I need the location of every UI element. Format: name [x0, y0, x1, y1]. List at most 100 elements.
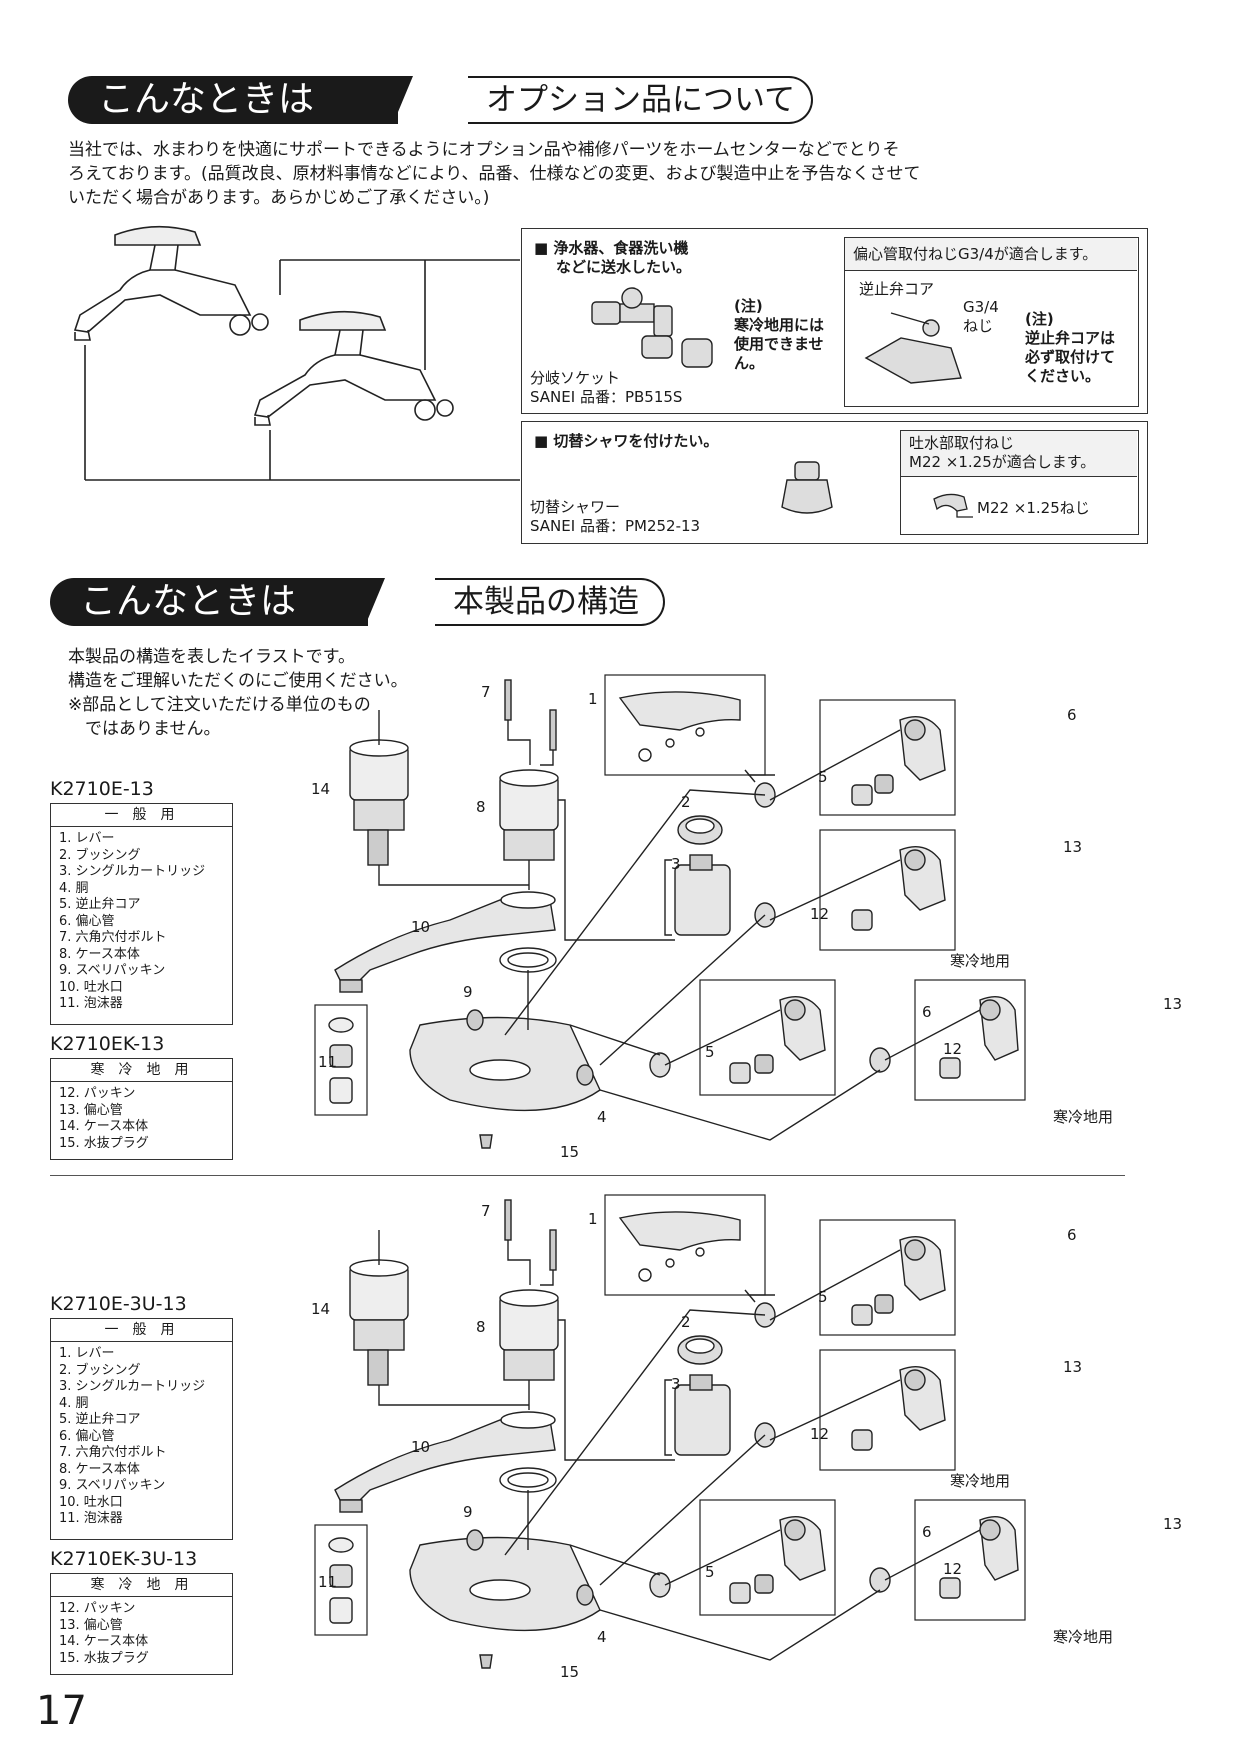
cold-label: 寒冷地用	[1053, 1628, 1114, 1646]
label-4: 4	[597, 1108, 607, 1126]
check-valve-note: (注) 逆止弁コアは 必ず取付けて ください。	[1025, 310, 1115, 386]
parts-list: 1. レバー 2. ブッシング 3. シングルカートリッジ 4. 胴 5. 逆止…	[51, 1342, 232, 1532]
list-item: 1. レバー	[59, 831, 115, 846]
label-14: 14	[311, 780, 331, 798]
label-3: 3	[671, 1375, 681, 1393]
list-item: 7. 六角穴付ボルト	[59, 1445, 167, 1460]
check-valve-label: 逆止弁コア	[859, 280, 935, 298]
model-name-general: K2710E-13	[50, 778, 154, 800]
divider	[50, 1175, 1125, 1176]
label-2: 2	[681, 1313, 691, 1331]
label-1: 1	[588, 690, 598, 708]
list-item: 5. 逆止弁コア	[59, 1412, 141, 1427]
label-15: 15	[560, 1143, 580, 1161]
note-line: (注)	[1025, 310, 1054, 328]
section-header-title: 本製品の構造	[435, 578, 665, 626]
label-9: 9	[463, 1503, 473, 1521]
label-12: 12	[810, 1425, 830, 1443]
option-title-line: などに送水したい。	[556, 258, 692, 276]
list-item: 8. ケース本体	[59, 946, 140, 962]
note-line: 寒冷地用には	[734, 316, 825, 334]
list-item: 5. 逆止弁コア	[59, 897, 141, 912]
label-5: 5	[818, 768, 828, 786]
note-line: ください。	[1025, 367, 1101, 385]
intro-line: ではありません。	[68, 719, 221, 739]
section-header-dark: こんなときは	[68, 76, 400, 124]
label-15: 15	[560, 1663, 580, 1681]
exploded-diagram-top	[314, 674, 1026, 1149]
list-item: 15. 水抜プラグ	[59, 1135, 149, 1151]
label-9: 9	[463, 983, 473, 1001]
label-13b: 13	[1163, 1515, 1183, 1533]
intro-line: 構造をご理解いただくのにご使用ください。	[68, 671, 408, 691]
intro-line: 本製品の構造を表したイラストです。	[68, 647, 355, 667]
label-5: 5	[818, 1288, 828, 1306]
list-item: 9. スベリパッキン	[59, 1478, 166, 1493]
list-item: 6. 偏心管	[59, 1428, 115, 1444]
list-item: 3. シングルカートリッジ	[59, 1379, 206, 1394]
list-item: 4. 胴	[59, 1395, 89, 1411]
label-7: 7	[481, 683, 491, 701]
intro-line: ろえております。(品質改良、原材料事情などにより、品番、仕様などの変更、および製…	[68, 164, 921, 184]
label-1: 1	[588, 1210, 598, 1228]
list-item: 4. 胴	[59, 880, 89, 896]
section-header-structure: こんなときは 本製品の構造	[50, 578, 665, 626]
page-number: 17	[36, 1688, 87, 1734]
m22-thread-title: 吐水部取付ねじ M22 ×1.25が適合します。	[901, 431, 1137, 477]
structure-intro: 本製品の構造を表したイラストです。 構造をご理解いただくのにご使用ください。 ※…	[68, 645, 488, 741]
parts-table-general: 一般用 1. レバー 2. ブッシング 3. シングルカートリッジ 4. 胴 5…	[50, 803, 233, 1025]
branch-socket-illustration	[591, 287, 713, 368]
label-11: 11	[318, 1573, 338, 1591]
section-header-options: こんなときは オプション品について	[68, 76, 813, 124]
list-item: 12. パッキン	[59, 1601, 136, 1616]
spout-tip-illustration	[933, 493, 973, 518]
label-4: 4	[597, 1628, 607, 1646]
part-name: 分岐ソケット	[530, 369, 621, 387]
parts-table-general: 一般用 1. レバー 2. ブッシング 3. シングルカートリッジ 4. 胴 5…	[50, 1318, 233, 1540]
label-6: 6	[1067, 1226, 1077, 1244]
label-6b: 6	[922, 1523, 932, 1541]
list-item: 14. ケース本体	[59, 1119, 149, 1134]
table-header: 寒冷地用	[51, 1059, 232, 1082]
cold-label: 寒冷地用	[950, 952, 1011, 970]
parts-list: 12. パッキン 13. 偏心管 14. ケース本体 15. 水抜プラグ	[51, 1597, 232, 1671]
note-line: 逆止弁コアは	[1025, 329, 1116, 347]
faucet-illustrations	[73, 225, 520, 481]
label-13: 13	[1063, 838, 1083, 856]
option-shower-box: ■ 切替シャワを付けたい。 切替シャワー SANEI 品番：PM252-13 吐…	[521, 421, 1148, 544]
note-line: (注)	[734, 297, 763, 315]
label-14: 14	[311, 1300, 331, 1318]
list-item: 8. ケース本体	[59, 1461, 140, 1477]
table-header: 寒冷地用	[51, 1574, 232, 1597]
label-12b: 12	[943, 1560, 963, 1578]
parts-table-cold: 寒冷地用 12. パッキン 13. 偏心管 14. ケース本体 15. 水抜プラ…	[50, 1573, 233, 1675]
label-2: 2	[681, 793, 691, 811]
thread-line: ねじ	[963, 317, 994, 335]
section-header-dark: こんなときは	[50, 578, 370, 626]
list-item: 7. 六角穴付ボルト	[59, 930, 167, 945]
intro-line: いただく場合があります。あらかじめご了承ください。)	[68, 188, 490, 208]
label-10: 10	[411, 918, 431, 936]
model-name-general: K2710E-3U-13	[50, 1293, 187, 1315]
parts-list: 12. パッキン 13. 偏心管 14. ケース本体 15. 水抜プラグ	[51, 1082, 232, 1156]
list-item: 13. 偏心管	[59, 1102, 123, 1118]
model-name-cold: K2710EK-3U-13	[50, 1548, 198, 1570]
m22-thread-box: 吐水部取付ねじ M22 ×1.25が適合します。 M22 ×1.25ねじ	[900, 430, 1139, 535]
part-name: 切替シャワー	[530, 498, 621, 516]
list-item: 2. ブッシング	[59, 847, 141, 863]
list-item: 11. 泡沫器	[59, 996, 123, 1011]
label-8: 8	[476, 1318, 486, 1336]
cold-label: 寒冷地用	[1053, 1108, 1114, 1126]
g34-thread-box: 偏心管取付ねじG3/4が適合します。 逆止弁コア G3/4 ねじ (注) 逆止弁…	[844, 237, 1139, 407]
label-11: 11	[318, 1053, 338, 1071]
label-5b: 5	[705, 1563, 715, 1581]
table-header: 一般用	[51, 1319, 232, 1342]
list-item: 14. ケース本体	[59, 1634, 149, 1649]
note-line: ん。	[734, 354, 765, 372]
g34-thread-title: 偏心管取付ねじG3/4が適合します。	[845, 238, 1137, 271]
list-item: 13. 偏心管	[59, 1617, 123, 1633]
list-item: 6. 偏心管	[59, 913, 115, 929]
part-number: SANEI 品番：PB515S	[530, 388, 683, 406]
option-title-line: ■ 浄水器、食器洗い機	[534, 239, 689, 257]
list-item: 3. シングルカートリッジ	[59, 864, 206, 879]
